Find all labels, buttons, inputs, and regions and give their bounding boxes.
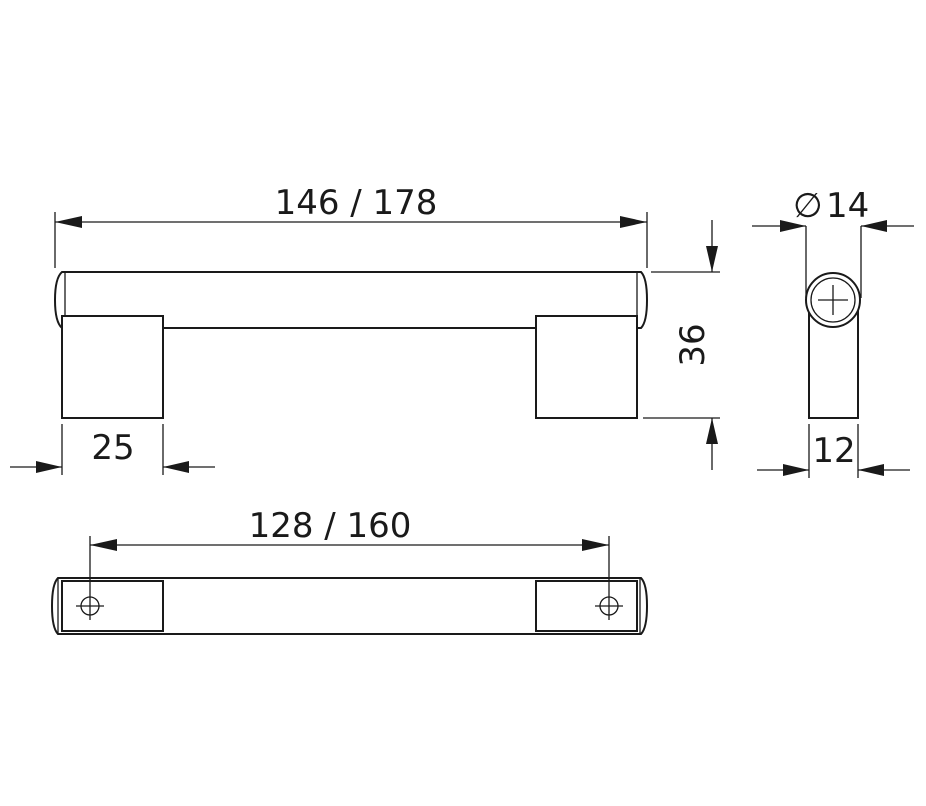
arrow-head bbox=[582, 539, 609, 551]
top-view bbox=[50, 577, 649, 635]
front-post-left bbox=[61, 315, 164, 419]
arrow-head bbox=[36, 461, 62, 473]
dim-post-depth: 12 bbox=[757, 424, 910, 478]
arrow-head bbox=[780, 220, 806, 232]
dim-hole-spacing: 128 / 160 bbox=[89, 506, 610, 592]
arrow-head bbox=[861, 220, 887, 232]
dim-text-hole-spacing: 128 / 160 bbox=[249, 506, 412, 546]
top-post-right bbox=[535, 580, 638, 632]
dim-overall-length: 146 / 178 bbox=[54, 183, 648, 268]
front-bar-outline bbox=[53, 271, 649, 329]
arrow-head bbox=[163, 461, 189, 473]
dim-height: 36 bbox=[643, 220, 720, 470]
arrow-head bbox=[90, 539, 117, 551]
arrow-head bbox=[858, 464, 884, 476]
front-view bbox=[53, 271, 649, 419]
arrow-head bbox=[620, 216, 647, 228]
dim-post-width: 25 bbox=[10, 424, 215, 475]
dim-text-height: 36 bbox=[673, 323, 713, 366]
side-view bbox=[805, 272, 861, 419]
dim-text-post-depth: 12 bbox=[812, 431, 855, 471]
arrow-head bbox=[55, 216, 82, 228]
arrow-head bbox=[783, 464, 809, 476]
diameter-symbol: ∅ bbox=[793, 186, 823, 226]
side-post-outline bbox=[808, 299, 859, 419]
dim-bar-diameter: ∅ 14 bbox=[752, 186, 914, 298]
dim-text-post-width: 25 bbox=[91, 428, 134, 468]
top-post-left bbox=[61, 580, 164, 632]
side-bar-inner bbox=[810, 277, 856, 323]
dim-text-overall-length: 146 / 178 bbox=[275, 183, 438, 223]
top-bar-outline bbox=[50, 577, 649, 635]
arrow-head bbox=[706, 418, 718, 444]
front-post-right bbox=[535, 315, 638, 419]
arrow-head bbox=[706, 246, 718, 272]
dim-text-bar-diameter: 14 bbox=[826, 186, 869, 226]
